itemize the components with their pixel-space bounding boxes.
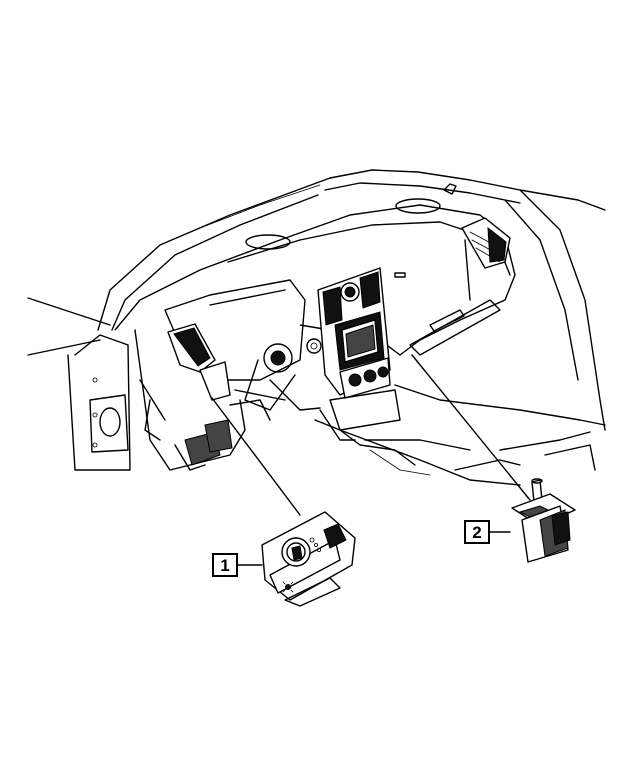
leader-line-2-diag [411, 354, 531, 501]
steering-column [164, 279, 321, 411]
callout-1-label: 1 [220, 555, 230, 575]
floor-console [314, 384, 606, 486]
right-air-vent [461, 217, 511, 269]
left-body-side [27, 297, 131, 471]
dashboard-top [114, 198, 516, 356]
headlamp-switch [261, 511, 356, 607]
callout-2-label: 2 [472, 522, 482, 542]
dash-mounted-sensor [511, 478, 576, 563]
callout-1: 1 [212, 553, 238, 577]
windshield-frame [97, 169, 606, 431]
left-air-vent [167, 323, 231, 401]
callout-2: 2 [464, 520, 490, 544]
leader-line-1-diag [211, 397, 301, 516]
center-stack [306, 267, 401, 441]
lower-dash [134, 329, 271, 471]
lamp-symbol-icon [282, 581, 294, 593]
